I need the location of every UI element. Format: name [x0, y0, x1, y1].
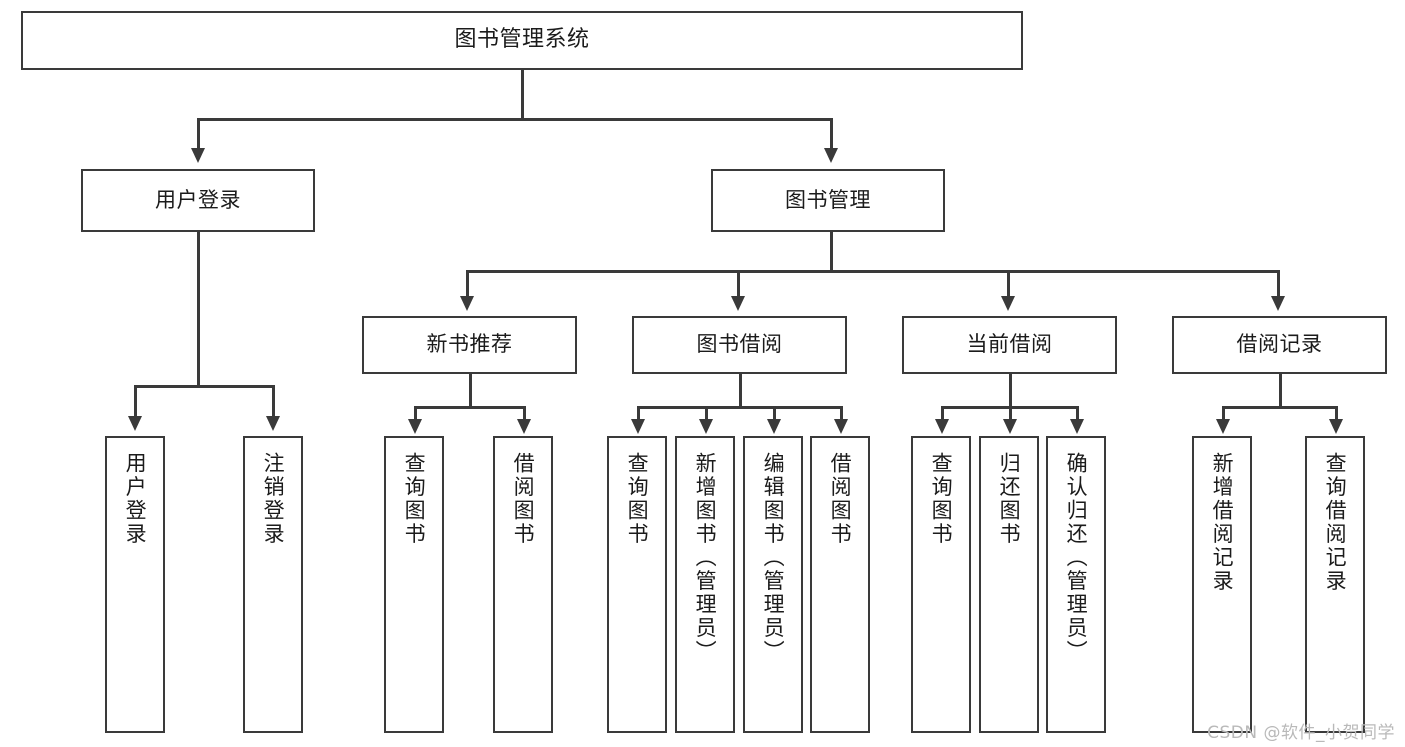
connector-root-bus [197, 118, 832, 121]
node-label: 确认归还（管理员） [1064, 452, 1089, 664]
connector-new-book-bus [414, 406, 525, 409]
connector-bm-to-book-borrow [737, 270, 740, 296]
node-label: 借阅记录 [1236, 332, 1323, 357]
node-label: 新增图书（管理员） [693, 452, 718, 664]
node-label: 新书推荐 [426, 332, 513, 357]
connector-book-management-bus [466, 270, 1278, 273]
node-new-book-recommend[interactable]: 新书推荐 [362, 316, 577, 374]
watermark-text: CSDN @软件_小贺同学 [1207, 723, 1395, 743]
node-leaf-query-book-bb[interactable]: 查询图书 [607, 436, 667, 733]
node-leaf-borrow-book-bb[interactable]: 借阅图书 [810, 436, 870, 733]
connector-cb-to-leaf-2 [1009, 406, 1012, 420]
arrow-root-to-user-login [191, 148, 205, 163]
node-leaf-query-borrow-record[interactable]: 查询借阅记录 [1305, 436, 1365, 733]
connector-br-to-leaf-2 [1335, 406, 1338, 420]
node-leaf-query-book-cb[interactable]: 查询图书 [911, 436, 971, 733]
node-leaf-borrow-book-nb[interactable]: 借阅图书 [493, 436, 553, 733]
node-label: 新增借阅记录 [1210, 452, 1235, 593]
connector-borrow-records-bus [1222, 406, 1337, 409]
connector-root-stem [521, 70, 524, 119]
connector-book-borrow-stem [739, 374, 742, 408]
arrow-br-to-leaf-2 [1329, 419, 1343, 434]
node-book-management[interactable]: 图书管理 [711, 169, 945, 232]
connector-cb-to-leaf-3 [1076, 406, 1079, 420]
connector-bb-to-leaf-4 [840, 406, 843, 420]
connector-user-login-stem [197, 232, 200, 387]
connector-bb-to-leaf-1 [637, 406, 640, 420]
node-label: 当前借阅 [966, 332, 1053, 357]
arrow-bb-to-leaf-3 [767, 419, 781, 434]
connector-user-login-to-leaf-2 [272, 385, 275, 416]
arrow-bm-to-current-borrow [1001, 296, 1015, 311]
node-leaf-return-book[interactable]: 归还图书 [979, 436, 1039, 733]
connector-bm-to-new-book [466, 270, 469, 296]
node-label: 归还图书 [997, 452, 1022, 546]
connector-bm-to-borrow-records [1277, 270, 1280, 296]
node-leaf-edit-book-admin[interactable]: 编辑图书（管理员） [743, 436, 803, 733]
arrow-user-login-to-leaf-1 [128, 416, 142, 431]
arrow-bm-to-book-borrow [731, 296, 745, 311]
connector-new-book-stem [469, 374, 472, 408]
node-label: 查询图书 [929, 452, 954, 546]
node-book-borrow[interactable]: 图书借阅 [632, 316, 847, 374]
connector-bm-to-current-borrow [1007, 270, 1010, 296]
arrow-bb-to-leaf-1 [631, 419, 645, 434]
node-leaf-add-book-admin[interactable]: 新增图书（管理员） [675, 436, 735, 733]
arrow-bb-to-leaf-4 [834, 419, 848, 434]
arrow-nb-to-leaf-1 [408, 419, 422, 434]
node-leaf-query-book-nb[interactable]: 查询图书 [384, 436, 444, 733]
node-label: 用户登录 [155, 187, 241, 212]
node-leaf-logout[interactable]: 注销登录 [243, 436, 303, 733]
arrow-bm-to-borrow-records [1271, 296, 1285, 311]
node-label: 用户登录 [123, 452, 148, 546]
node-leaf-user-login[interactable]: 用户登录 [105, 436, 165, 733]
connector-bb-to-leaf-2 [705, 406, 708, 420]
node-leaf-add-borrow-record[interactable]: 新增借阅记录 [1192, 436, 1252, 733]
connector-root-to-book-management [830, 118, 833, 148]
connector-borrow-records-stem [1279, 374, 1282, 408]
arrow-cb-to-leaf-1 [935, 419, 949, 434]
connector-root-to-user-login [197, 118, 200, 148]
connector-br-to-leaf-1 [1222, 406, 1225, 420]
node-user-login[interactable]: 用户登录 [81, 169, 315, 232]
node-label: 图书借阅 [696, 332, 783, 357]
node-current-borrow[interactable]: 当前借阅 [902, 316, 1117, 374]
connector-book-management-stem [830, 232, 833, 272]
node-label: 查询图书 [625, 452, 650, 546]
node-borrow-records[interactable]: 借阅记录 [1172, 316, 1387, 374]
connector-bb-to-leaf-3 [773, 406, 776, 420]
arrow-bm-to-new-book [460, 296, 474, 311]
node-root-book-management-system[interactable]: 图书管理系统 [21, 11, 1023, 70]
connector-book-borrow-bus [637, 406, 842, 409]
arrow-root-to-book-management [824, 148, 838, 163]
connector-current-borrow-stem [1009, 374, 1012, 408]
connector-user-login-bus [134, 385, 274, 388]
connector-user-login-to-leaf-1 [134, 385, 137, 416]
connector-nb-to-leaf-1 [414, 406, 417, 420]
node-label: 图书管理 [785, 187, 871, 212]
connector-cb-to-leaf-1 [941, 406, 944, 420]
connector-nb-to-leaf-2 [523, 406, 526, 420]
arrow-cb-to-leaf-3 [1070, 419, 1084, 434]
node-leaf-confirm-return-admin[interactable]: 确认归还（管理员） [1046, 436, 1106, 733]
arrow-bb-to-leaf-2 [699, 419, 713, 434]
arrow-cb-to-leaf-2 [1003, 419, 1017, 434]
arrow-user-login-to-leaf-2 [266, 416, 280, 431]
arrow-nb-to-leaf-2 [517, 419, 531, 434]
node-label: 查询借阅记录 [1323, 452, 1348, 593]
node-label: 查询图书 [402, 452, 427, 546]
node-label: 编辑图书（管理员） [761, 452, 786, 664]
node-label: 注销登录 [261, 452, 286, 546]
arrow-br-to-leaf-1 [1216, 419, 1230, 434]
node-label: 借阅图书 [511, 452, 536, 546]
node-label: 图书管理系统 [454, 27, 590, 53]
node-label: 借阅图书 [828, 452, 853, 546]
